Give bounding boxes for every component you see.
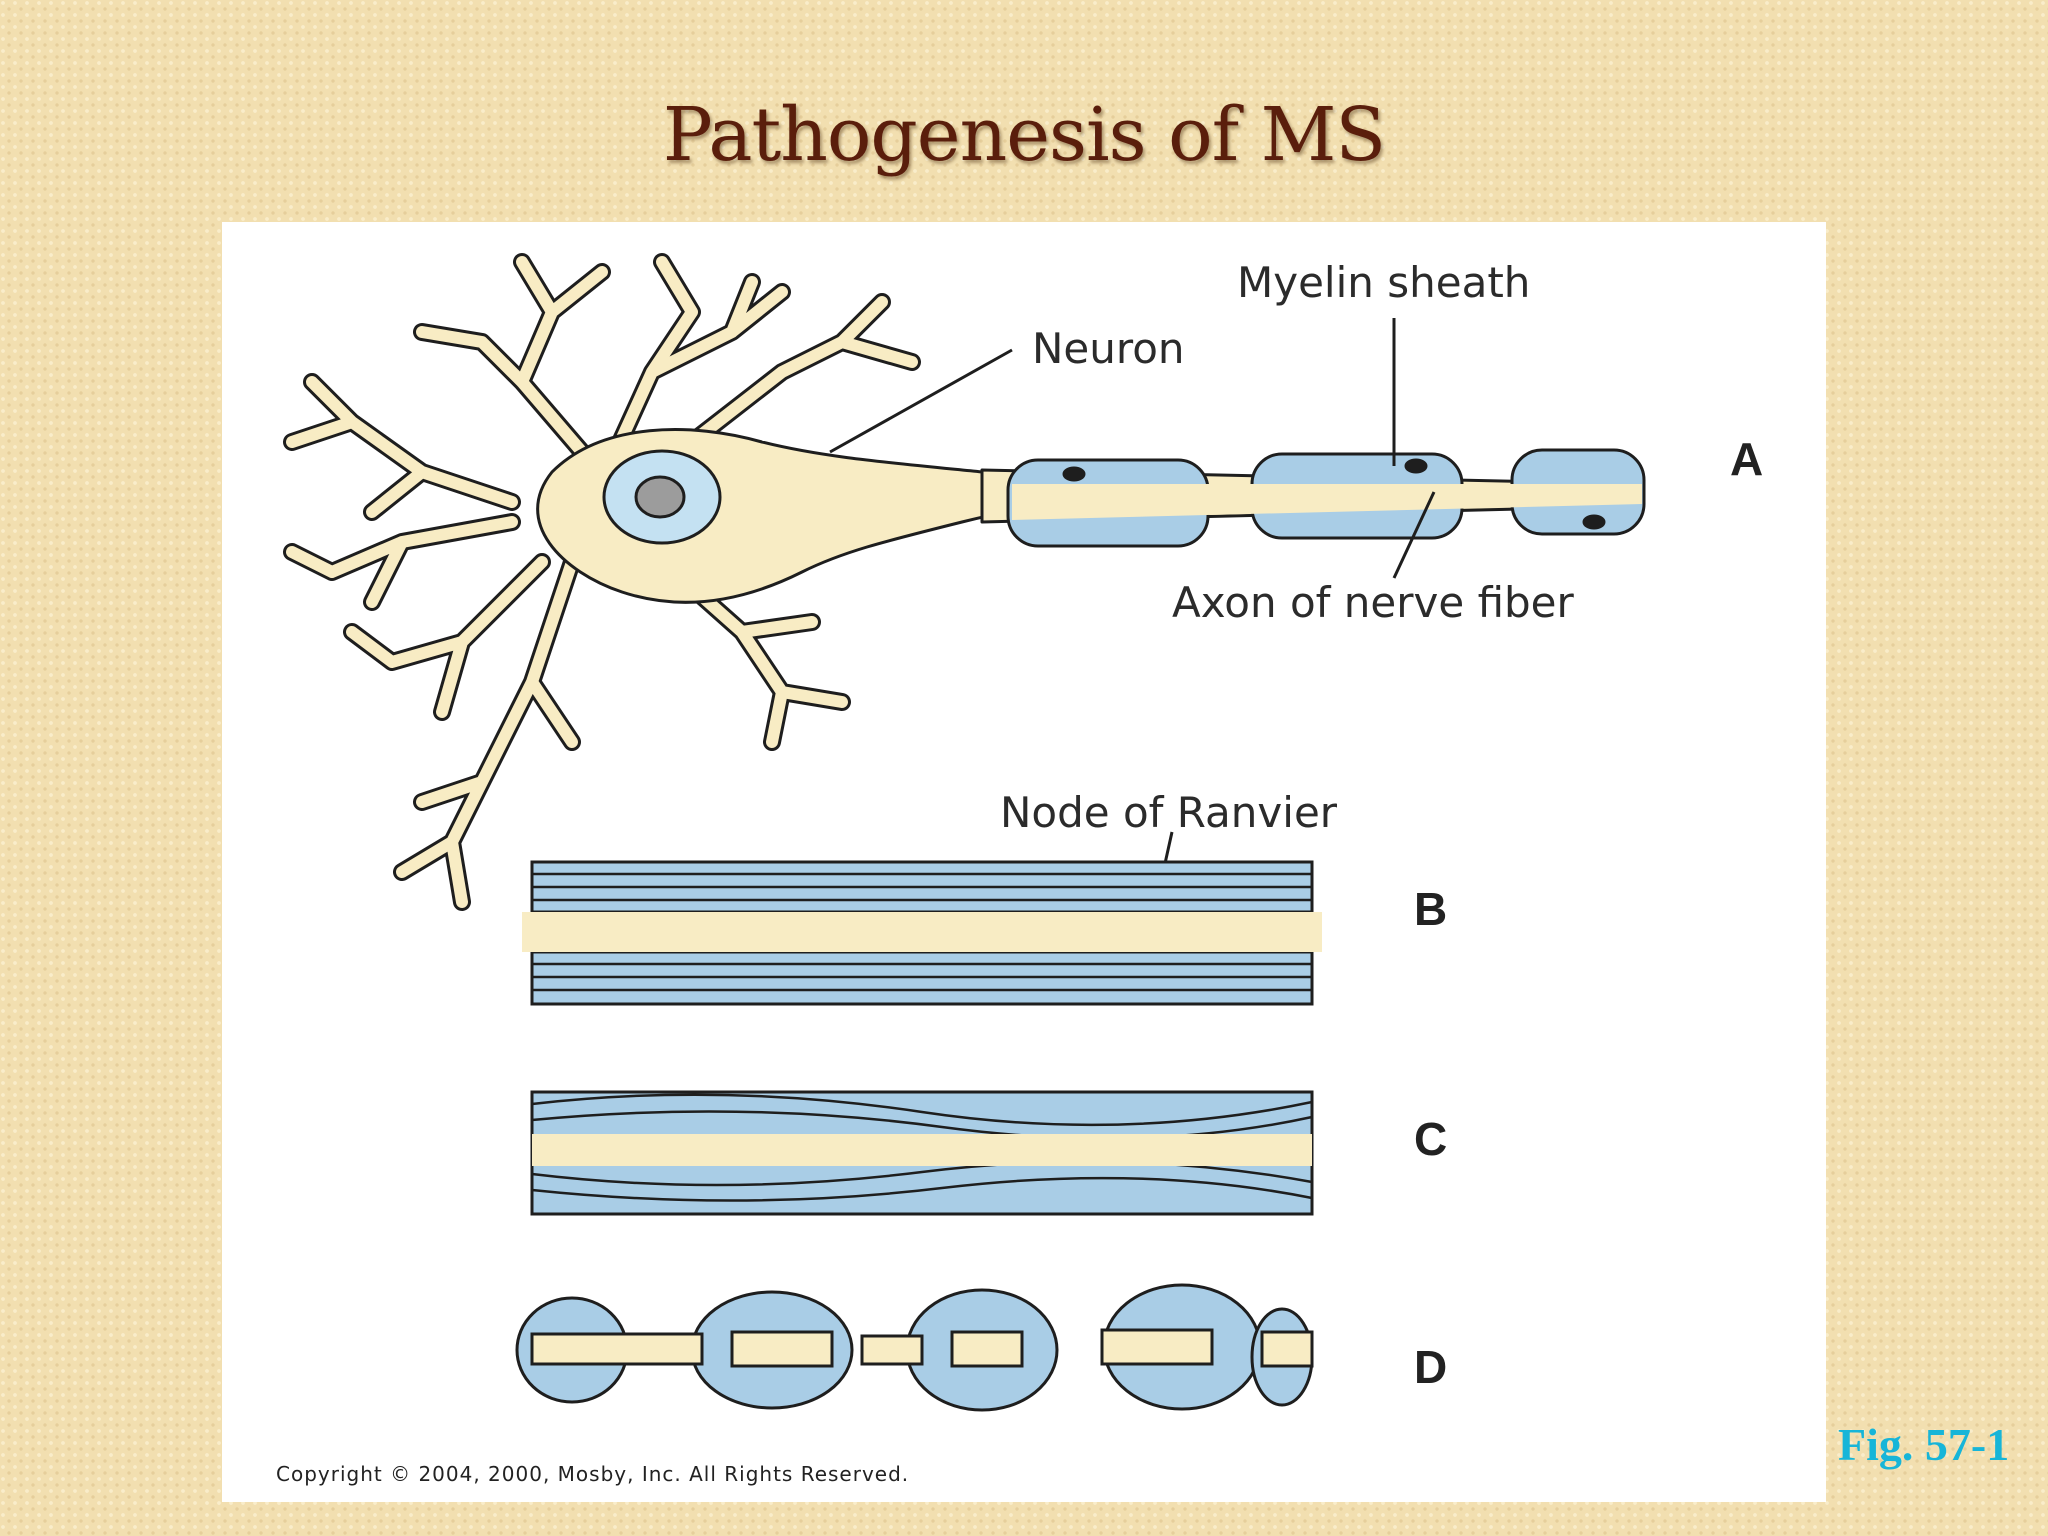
dendrites-fill [286,256,918,908]
schwann-nucleus [1582,514,1606,530]
panel-label-a: A [1730,433,1764,485]
schwann-nucleus [1062,466,1086,482]
panel-c-fiber [530,1090,1314,1216]
slide-title: Pathogenesis of MS [662,92,1386,178]
panel-label-c: C [1414,1113,1448,1165]
nucleolus [634,475,686,519]
copyright-notice: Copyright © 2004, 2000, Mosby, Inc. All … [276,1462,910,1486]
panel-label-d: D [1414,1341,1448,1393]
panel-d-fiber [515,1283,1314,1412]
figure-reference: Fig. 57-1 [1838,1419,2010,1470]
panel-b-fiber [522,860,1322,1006]
axon-label: Axon of nerve fiber [1172,578,1574,627]
axon-inner [1012,484,1642,520]
schwann-nucleus [1404,458,1428,474]
neuron-figure: Myelin sheath Neuron Axon of nerve fiber… [222,222,1826,1502]
neuron-label: Neuron [1032,324,1185,373]
myelin-sheath-label: Myelin sheath [1237,258,1531,307]
neuron-diagram [283,253,1646,1412]
node-of-ranvier-label: Node of Ranvier [1000,788,1338,837]
neuron-illustration [283,253,1646,911]
panel-label-b: B [1414,883,1448,935]
